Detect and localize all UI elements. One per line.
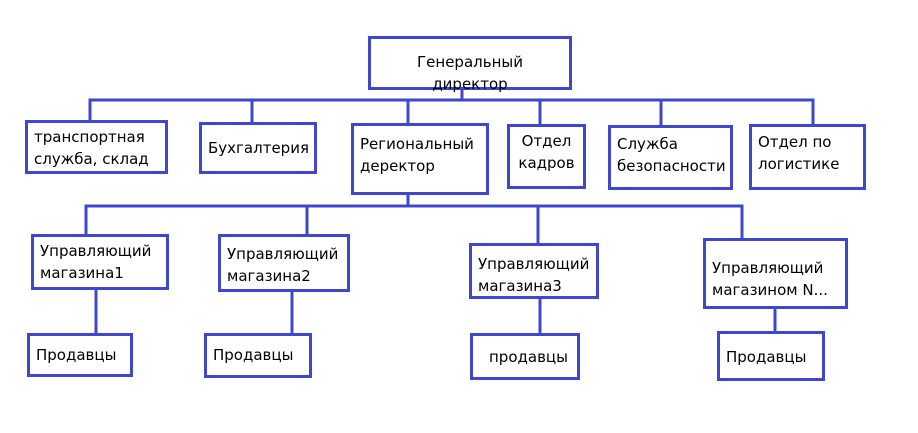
node-transport: транспортная служба, склад bbox=[25, 120, 168, 174]
node-sellers2: Продавцы bbox=[204, 333, 312, 378]
node-sellers-n: Продавцы bbox=[717, 331, 825, 381]
node-security: Служба безопасности bbox=[608, 125, 733, 190]
node-hr: Отдел кадров bbox=[507, 124, 586, 189]
node-manager3: Управляющий магазина3 bbox=[469, 243, 599, 299]
node-sellers1: Продавцы bbox=[27, 333, 133, 377]
node-manager1: Управляющий магазина1 bbox=[31, 234, 169, 290]
node-manager-n: Управляющий магазином N... bbox=[703, 238, 848, 309]
node-regional-director: Региональный деректор bbox=[351, 123, 489, 195]
node-accounting: Бухгалтерия bbox=[199, 122, 317, 174]
node-general-director: Генеральный директор bbox=[368, 36, 572, 93]
node-sellers3: продавцы bbox=[470, 333, 580, 380]
node-logistics: Отдел по логистике bbox=[749, 124, 866, 190]
node-manager2: Управляющий магазина2 bbox=[218, 234, 350, 292]
